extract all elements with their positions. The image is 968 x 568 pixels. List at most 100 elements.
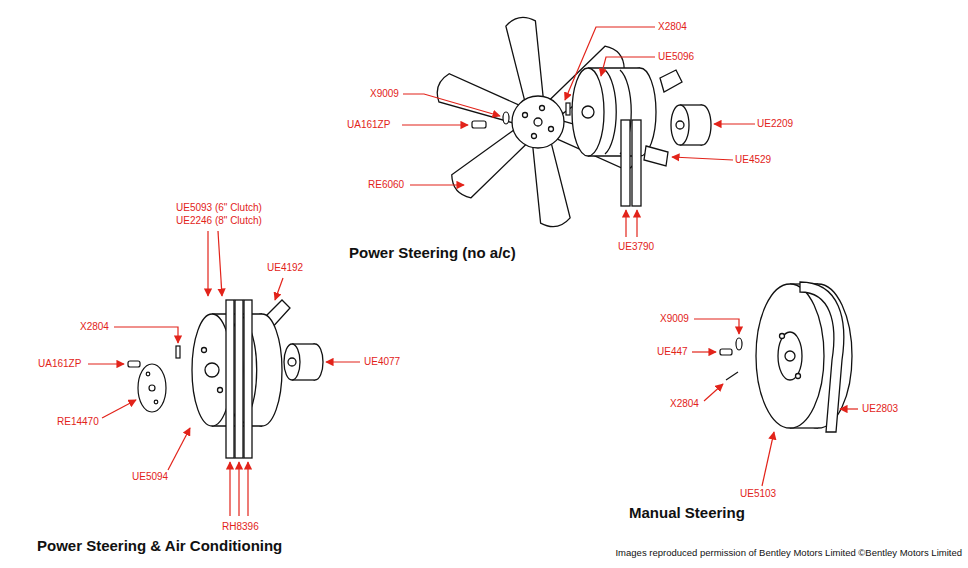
hub-face [284,344,300,380]
leader-arrow [692,351,716,352]
leader-arrow [168,428,190,470]
hub-edge [292,379,315,380]
part-number: UE2803 [862,403,898,415]
belt [644,146,668,166]
hub [671,105,711,145]
leader-arrow [601,57,655,76]
leader-arrow [229,462,230,516]
pin [566,103,570,115]
fan-blade [505,15,550,107]
pulley [192,300,290,458]
hub-hole [534,118,542,126]
part-number: RE14470 [57,416,99,428]
part-number: RE6060 [368,179,404,191]
leader-arrow [238,462,239,516]
part-number: X9009 [370,88,399,100]
belt [800,282,844,432]
leader-arrow [565,27,655,100]
part-number: UE5094 [132,471,168,483]
plate [138,364,166,412]
belt [244,300,252,458]
copyright-caption: Images reproduced permission of Bentley … [615,548,962,559]
leader-arrow [218,231,222,296]
part-number: UE2246 (8" Clutch) [176,215,262,227]
part-number: UE4192 [267,262,303,274]
fan-hub [512,96,564,148]
leader-arrow [326,361,360,362]
fan-plate [128,346,180,412]
leader-arrow [762,432,774,486]
leader-lines [88,27,858,516]
part-number: UE2209 [757,118,793,130]
fan-fixings [472,103,570,128]
leader-arrow [625,210,626,237]
pulley-fixings [720,338,742,380]
leader-arrow [714,123,755,124]
part-number: X2804 [658,21,687,33]
leader-arrow [694,319,739,334]
bolt [720,349,732,355]
hub-hole [532,134,537,139]
plate-hole [146,372,150,376]
pulley-face [572,68,604,156]
groove [605,70,616,154]
washer [736,338,742,350]
plate-hole [149,385,155,391]
part-number: UE5103 [740,488,776,500]
leader-arrow [102,400,136,418]
part-number: UA161ZP [38,358,81,370]
hub-hole [523,113,528,118]
group-heading: Power Steering (no a/c) [349,244,516,261]
hub-hole [540,106,545,111]
belt [226,300,234,458]
bolt [128,361,140,367]
belt [632,120,641,206]
leader-arrow [410,184,464,185]
pulley [756,282,852,432]
leader-arrow [402,124,468,125]
bolt [472,121,486,128]
leader-arrow [840,408,858,409]
pulley-hole [205,363,219,377]
pulley-boss [778,332,802,380]
part-number: UE3790 [618,241,654,253]
part-number: X2804 [670,398,699,410]
pulley-hole [780,334,785,339]
leader-arrow [275,278,283,300]
pulley-hole [785,351,795,361]
hub-face [671,105,689,145]
part-number: UA161ZP [347,119,390,131]
screw [726,372,738,380]
part-number: RH8396 [222,521,259,533]
belt [660,70,682,92]
leader-arrow [88,363,124,364]
pulley-face [756,284,824,428]
group-heading: Manual Steering [629,504,745,521]
group-heading: Power Steering & Air Conditioning [37,537,282,554]
leader-arrow [636,210,637,237]
leader-arrow [207,231,208,296]
leader-arrow [403,94,500,116]
fan-blade [526,137,571,229]
hub [284,344,323,380]
hub-hole [676,121,684,129]
pulley-hole [796,374,801,379]
belt [235,300,243,458]
part-number: UE5093 (6" Clutch) [176,202,262,214]
hub-hole [288,358,296,366]
part-number: UE447 [657,346,688,358]
part-number: X2804 [80,321,109,333]
part-number: X9009 [660,313,689,325]
pulley [572,68,682,206]
pulley-hole [582,106,594,118]
pulley-hole [218,388,223,393]
part-number: UE4529 [735,154,771,166]
plate-hole [154,400,158,404]
belt [621,120,630,206]
hub-edge [680,104,702,105]
hub-hole [549,127,554,132]
pulley-hole [202,348,207,353]
washer [503,112,509,124]
leader-arrow [114,327,178,343]
